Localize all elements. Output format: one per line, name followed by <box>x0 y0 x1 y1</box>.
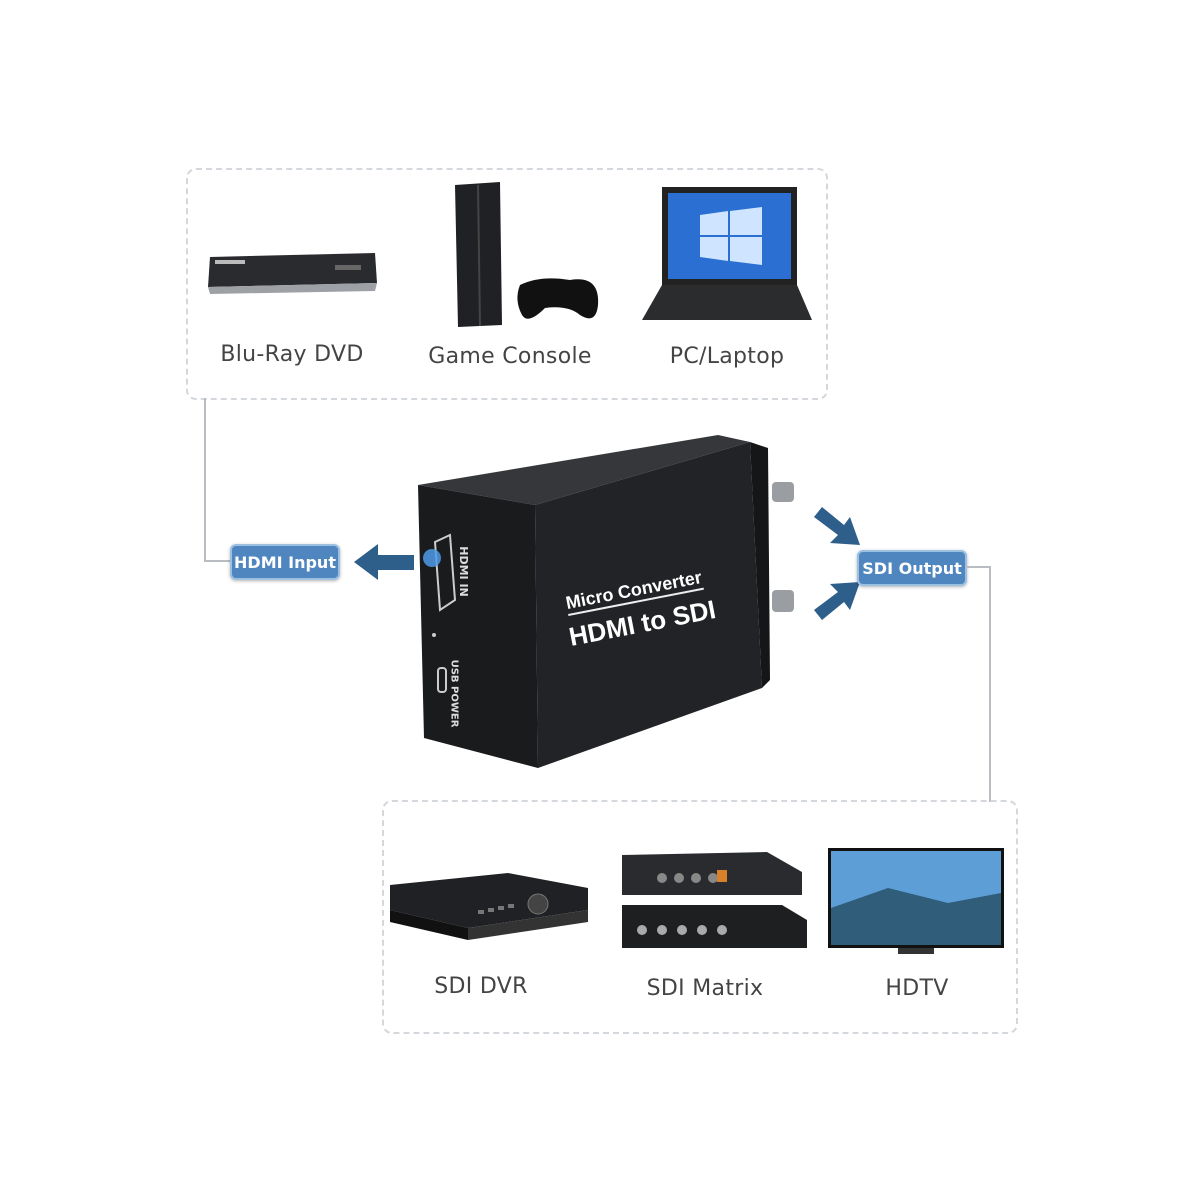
source-label-bluray: Blu-Ray DVD <box>220 342 364 367</box>
arrow-right-down-icon <box>814 507 860 545</box>
game-console-icon <box>455 182 599 327</box>
usb-power-port-label: USB POWER <box>448 659 460 728</box>
sdi-output-tag: SDI Output <box>857 550 967 586</box>
destination-label-matrix: SDI Matrix <box>646 976 764 1001</box>
hdmi-to-sdi-converter <box>418 435 794 768</box>
hdmi-port-label: HDMI IN <box>456 546 470 597</box>
matrix-switcher-icon <box>622 852 807 948</box>
laptop-icon <box>642 187 812 320</box>
destination-label-dvr: SDI DVR <box>434 974 528 999</box>
destination-label-hdtv: HDTV <box>885 976 949 1001</box>
dvr-icon <box>390 873 588 940</box>
input-connector-line <box>204 560 232 562</box>
source-label-console: Game Console <box>428 344 592 369</box>
source-devices-panel <box>186 168 828 400</box>
bluray-player-icon <box>208 253 377 294</box>
output-connector-line <box>965 566 991 568</box>
arrow-right-up-icon <box>814 582 860 620</box>
arrow-left-icon <box>354 544 414 580</box>
input-connector-line <box>204 398 206 561</box>
tv-icon <box>828 848 1004 954</box>
source-label-laptop: PC/Laptop <box>669 344 785 369</box>
output-connector-line <box>989 566 991 802</box>
hdmi-input-tag: HDMI Input <box>230 544 340 580</box>
destination-devices-panel <box>382 800 1018 1034</box>
